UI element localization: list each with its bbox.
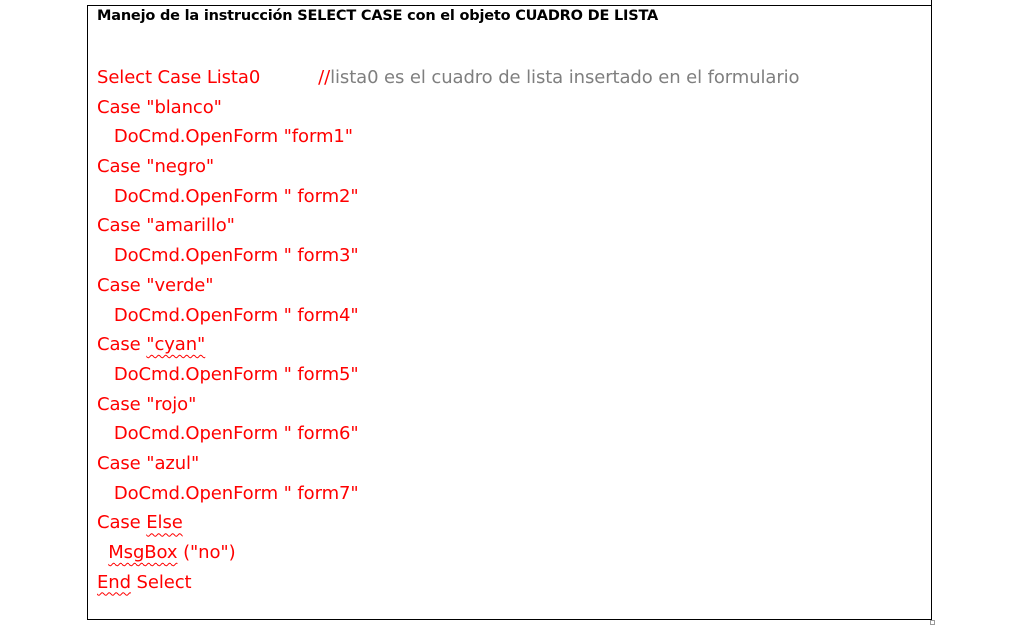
select-statement: Select Case Lista0 — [97, 67, 261, 88]
end-select-line: End Select — [97, 571, 192, 593]
action-line: DoCmd.OpenForm "form1" — [97, 126, 353, 148]
case-value: "blanco" — [146, 96, 222, 118]
case-line: Case "rojo" — [97, 393, 197, 415]
action-line: DoCmd.OpenForm " form7" — [97, 482, 359, 504]
page-title: Manejo de la instrucción SELECT CASE con… — [97, 8, 659, 24]
end-keyword: End — [97, 571, 131, 593]
document-table-cell — [87, 5, 932, 620]
msgbox-keyword: MsgBox — [108, 542, 178, 563]
case-value-misspelled: "cyan" — [146, 334, 206, 356]
action-line: DoCmd.OpenForm " form2" — [97, 185, 359, 207]
case-line: Case "azul" — [97, 452, 200, 474]
select-line: Select Case Lista0 //lista0 es el cuadro … — [97, 63, 800, 93]
case-value: "negro" — [146, 156, 215, 178]
action-line: DoCmd.OpenForm " form4" — [97, 304, 359, 326]
case-value: "verde" — [146, 274, 214, 296]
case-line: Case "negro" — [97, 156, 215, 178]
msgbox-args: ("no") — [177, 542, 236, 563]
case-value: "azul" — [146, 452, 200, 474]
case-value: "rojo" — [146, 393, 197, 415]
table-border-stub — [931, 0, 932, 6]
case-line: Case "cyan" — [97, 334, 206, 356]
case-line: Case "amarillo" — [97, 215, 235, 237]
action-line: DoCmd.OpenForm " form5" — [97, 363, 359, 385]
code-block: Select Case Lista0 //lista0 es el cuadro … — [97, 63, 800, 597]
msgbox-line: MsgBox ("no") — [97, 538, 799, 568]
case-line: Case "verde" — [97, 274, 214, 296]
action-line: DoCmd.OpenForm " form6" — [97, 423, 359, 445]
case-else-line: Case Else — [97, 512, 183, 534]
action-line: DoCmd.OpenForm " form3" — [97, 245, 359, 267]
table-resize-handle[interactable] — [930, 620, 935, 625]
case-value: "amarillo" — [146, 215, 235, 237]
else-keyword: Else — [146, 512, 183, 534]
case-line: Case "blanco" — [97, 96, 222, 118]
comment-slashes: // — [318, 67, 331, 88]
code-comment: lista0 es el cuadro de lista insertado e… — [330, 67, 800, 88]
